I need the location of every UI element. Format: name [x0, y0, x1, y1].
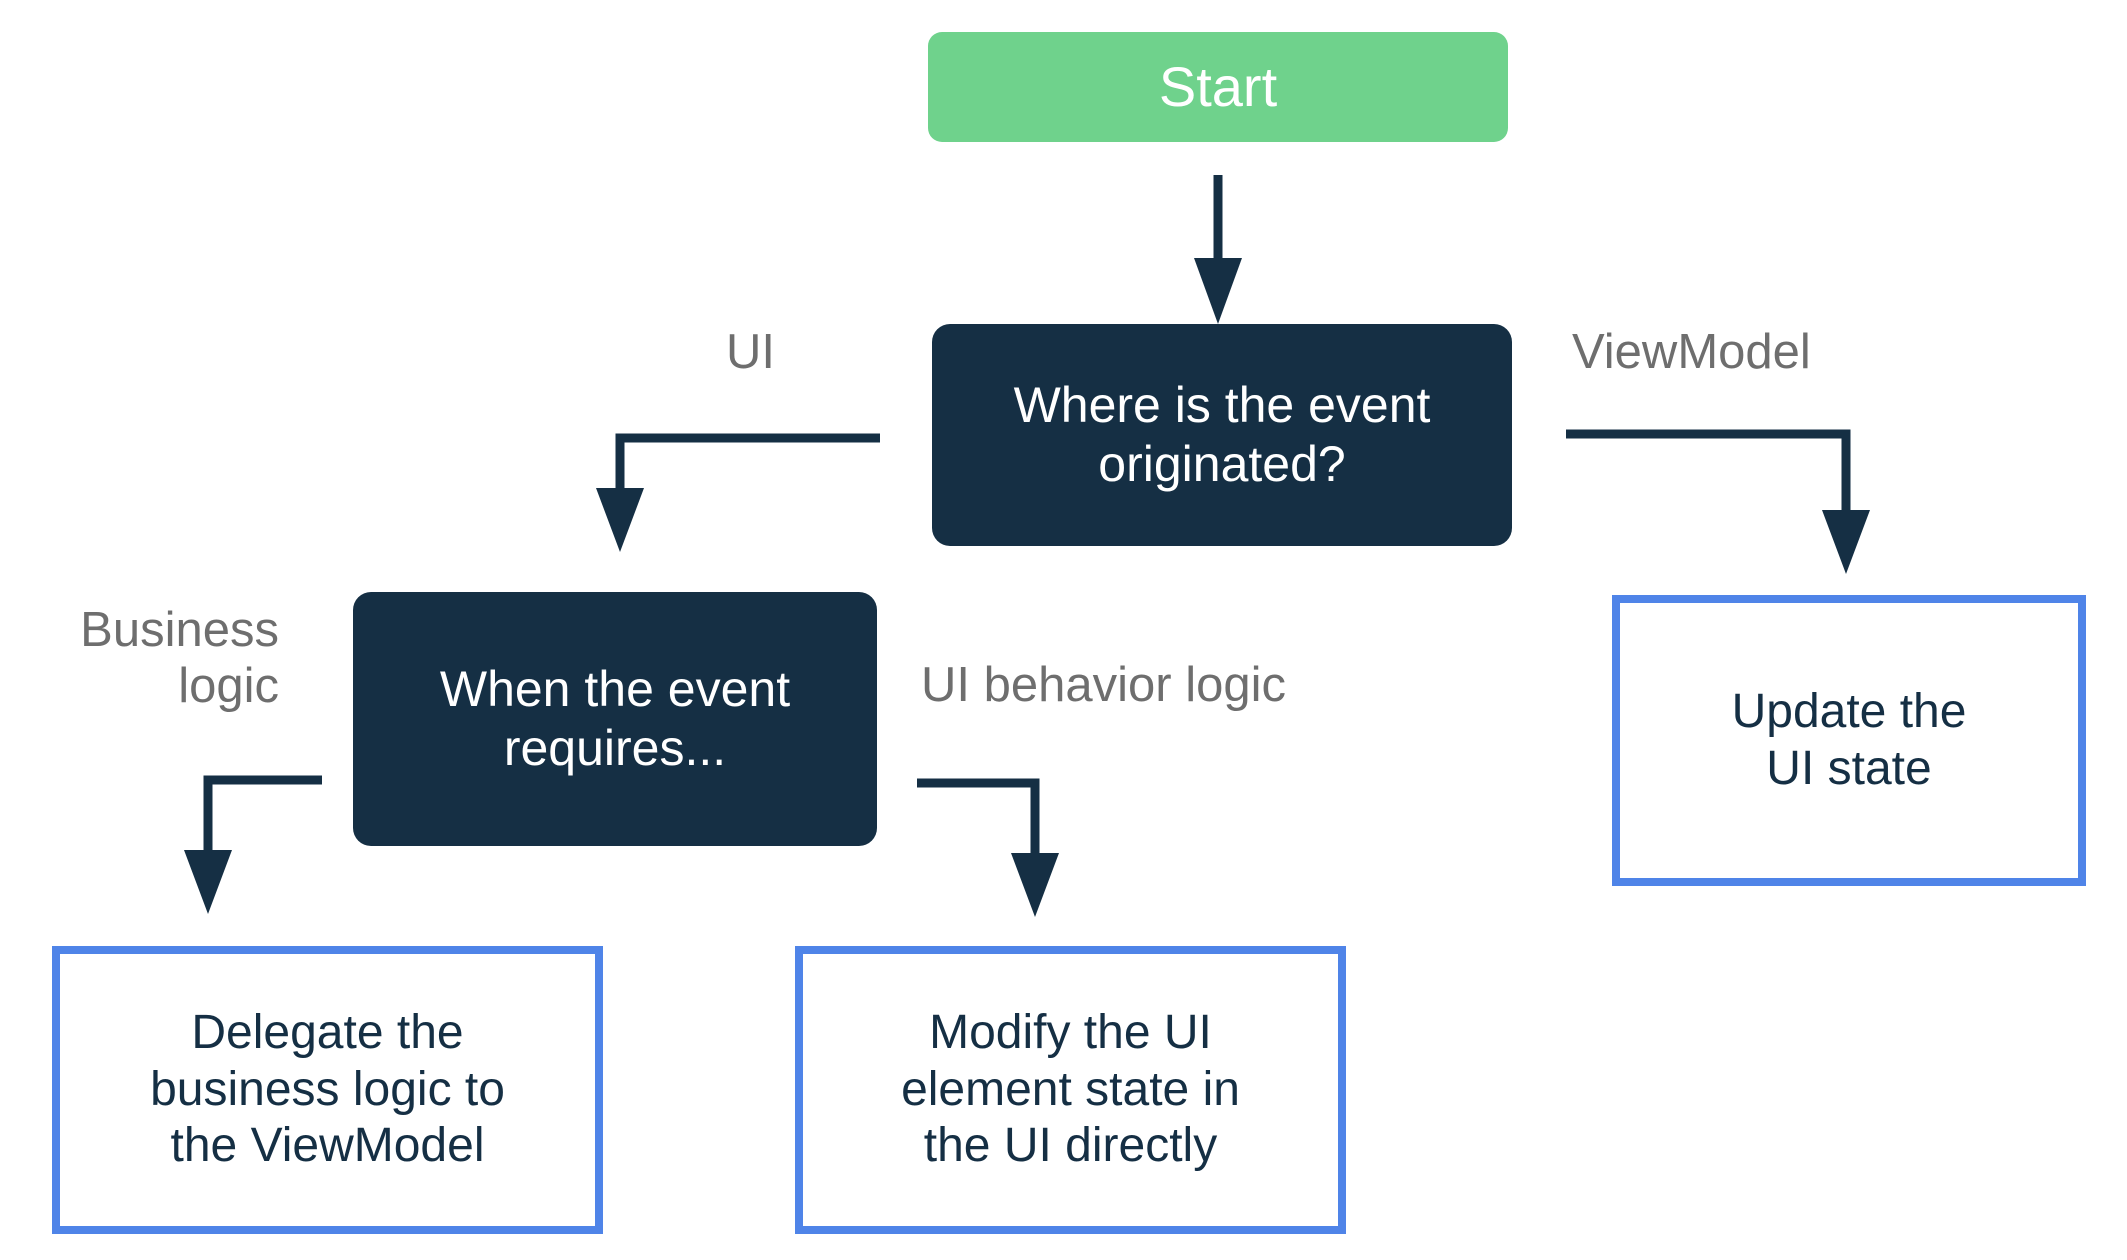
node-modify-the-ui-element-state-in-the-ui-directly-label: Modify the UI element state in the UI di… [901, 1006, 1240, 1173]
node-where-is-the-event-originated[interactable]: Where is the event originated? [932, 324, 1512, 546]
node-when-the-event-requires-label: When the event requires... [439, 661, 791, 776]
node-delegate-the-business-logic-to-the-viewmodel-label: Delegate the business logic to the ViewM… [150, 1006, 505, 1173]
connector-decision-to-update-ui-state [1566, 429, 1870, 574]
edge-label-viewmodel: ViewModel [1572, 325, 1811, 379]
connector-decision-to-when-requires [596, 433, 880, 552]
node-start-label: Start [1158, 54, 1278, 118]
node-update-the-ui-state[interactable]: Update the UI state [1612, 595, 2086, 886]
edge-label-ui: UI [726, 325, 775, 379]
node-delegate-the-business-logic-to-the-viewmodel[interactable]: Delegate the business logic to the ViewM… [52, 946, 603, 1234]
connector-start-to-decision [1194, 175, 1242, 324]
node-start[interactable]: Start [928, 32, 1508, 142]
node-where-is-the-event-originated-label: Where is the event originated? [1013, 377, 1431, 492]
edge-label-ui-behavior-logic: UI behavior logic [921, 658, 1286, 712]
node-update-the-ui-state-label: Update the UI state [1731, 684, 1967, 795]
edge-label-business-logic: Business logic [80, 603, 279, 713]
connector-when-requires-to-delegate [184, 775, 322, 914]
node-when-the-event-requires[interactable]: When the event requires... [353, 592, 877, 846]
connector-when-requires-to-modify [917, 778, 1059, 917]
node-modify-the-ui-element-state-in-the-ui-directly[interactable]: Modify the UI element state in the UI di… [795, 946, 1346, 1234]
